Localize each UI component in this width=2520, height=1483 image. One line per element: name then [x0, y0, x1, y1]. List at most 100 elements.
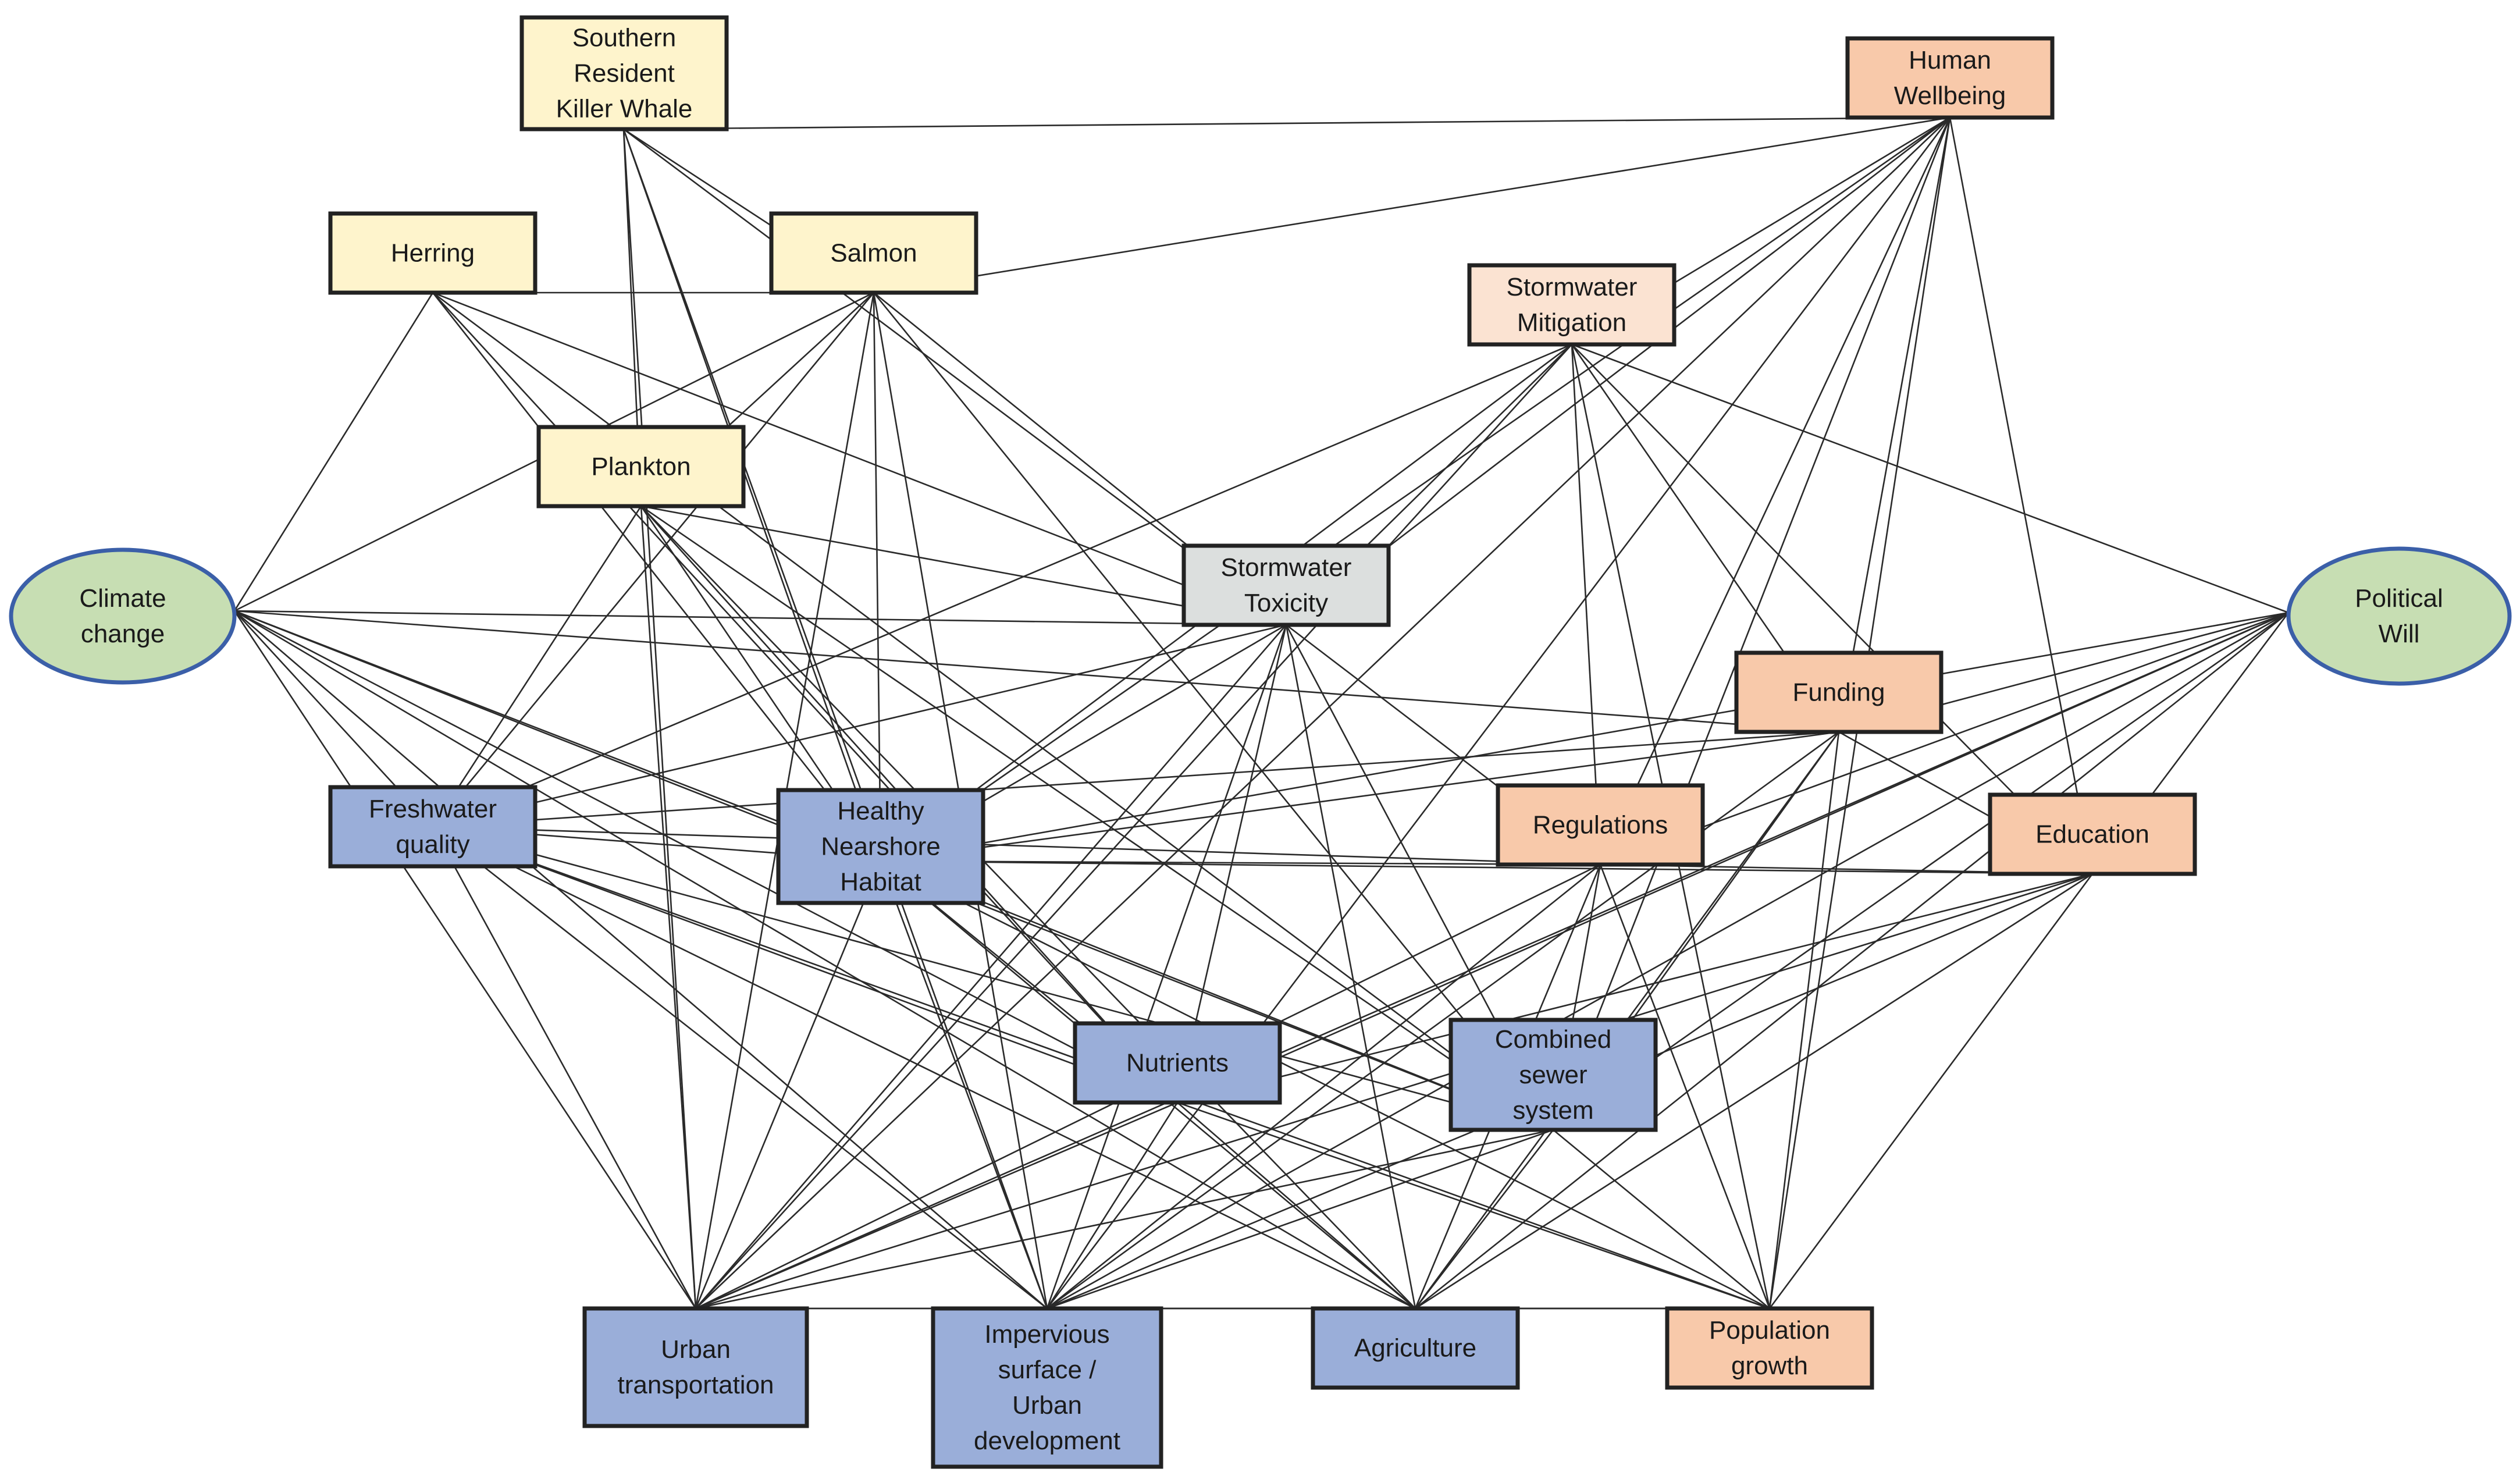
political-ellipse	[2286, 546, 2512, 686]
imperv-label-line-3: Urban	[1012, 1391, 1082, 1420]
edge-fresh-nutrients	[432, 826, 1178, 1104]
orca-label-line-2: Resident	[574, 59, 675, 88]
edge-swmit-political	[1571, 343, 2289, 614]
edge-swtox-transport	[695, 624, 1287, 1309]
edge-human-funding	[1838, 117, 1951, 732]
swmit-box	[1467, 263, 1677, 347]
edge-funding-fresh	[432, 731, 1839, 828]
funding-box	[1734, 650, 1944, 734]
edge-fresh-imperv	[432, 826, 1048, 1310]
fresh-label-line-2: quality	[396, 830, 469, 859]
edge-swtox-imperv	[1046, 624, 1287, 1309]
edge-human-regs	[1599, 117, 1951, 865]
edge-swtox-agri	[1285, 624, 1416, 1309]
habitat-label-line-3: Habitat	[840, 868, 921, 897]
edge-nutrients-pop	[1177, 1101, 1770, 1310]
edge-orca-imperv	[622, 129, 1048, 1309]
node-herring[interactable]: Herring	[328, 211, 538, 295]
herring-box	[328, 211, 538, 295]
herring-label-line-1: Herring	[391, 239, 475, 268]
political-label-line-1: Political	[2355, 584, 2443, 613]
edge-orca-transport	[622, 129, 697, 1309]
agri-label-line-1: Agriculture	[1354, 1334, 1476, 1363]
edge-plankton-sewer	[640, 505, 1554, 1131]
edge-edu-agri	[1415, 873, 2093, 1310]
edge-political-transport	[695, 611, 2289, 1310]
edge-fresh-agri	[432, 826, 1416, 1310]
node-nutrients[interactable]: Nutrients	[1073, 1021, 1282, 1105]
fresh-box	[328, 785, 538, 869]
edge-nutrients-agri	[1177, 1102, 1416, 1309]
edge-plankton-fresh	[432, 506, 642, 827]
edge-swmit-fresh	[432, 343, 1572, 828]
edge-fresh-transport	[432, 826, 697, 1309]
edge-plankton-swtox	[640, 505, 1287, 626]
edge-climate-swtox	[234, 610, 1287, 626]
node-salmon[interactable]: Salmon	[769, 211, 978, 295]
edge-human-sewer	[1552, 117, 1951, 1130]
edge-edu-nutrients	[1177, 873, 2093, 1104]
edge-plankton-transport	[640, 506, 697, 1309]
edu-label-line-1: Education	[2035, 820, 2149, 849]
imperv-label-line-1: Impervious	[984, 1320, 1109, 1349]
human-box	[1845, 36, 2055, 120]
edge-sewer-imperv	[1047, 1129, 1554, 1310]
edge-nutrients-imperv	[1046, 1102, 1179, 1309]
node-funding[interactable]: Funding	[1734, 650, 1944, 734]
transport-box	[582, 1306, 809, 1428]
edge-climate-funding	[234, 610, 1839, 733]
node-regs[interactable]: Regulations	[1496, 783, 1705, 867]
edge-sewer-pop	[1553, 1129, 1770, 1310]
node-agri[interactable]: Agriculture	[1311, 1306, 1520, 1390]
nutrients-label-line-1: Nutrients	[1126, 1049, 1229, 1077]
nutrients-box	[1073, 1021, 1282, 1105]
edge-political-agri	[1415, 611, 2289, 1310]
edge-salmon-fresh	[432, 292, 875, 827]
edge-orca-human	[623, 116, 1950, 130]
edge-swmit-edu	[1571, 344, 2093, 874]
edu-box	[1988, 792, 2197, 876]
human-label-line-2: Wellbeing	[1894, 81, 2006, 110]
edge-swmit-regs	[1571, 344, 1601, 865]
edge-salmon-sewer	[873, 292, 1554, 1130]
edge-herring-swtox	[432, 291, 1287, 626]
sewer-label-line-3: system	[1512, 1096, 1593, 1125]
edge-herring-habitat	[432, 292, 882, 862]
edge-climate-transport	[233, 610, 697, 1309]
edge-human-edu	[1949, 117, 2094, 874]
pop-box	[1665, 1306, 1874, 1390]
edge-edu-pop	[1768, 873, 2094, 1309]
human-label-line-1: Human	[1909, 46, 1991, 74]
sewer-box	[1448, 1018, 1658, 1132]
edge-human-habitat	[880, 116, 1950, 862]
imperv-label-line-2: surface /	[998, 1356, 1097, 1384]
edge-habitat-imperv	[880, 860, 1048, 1309]
habitat-box	[776, 788, 985, 905]
edge-orca-habitat	[622, 129, 882, 862]
edge-human-transport	[695, 117, 1950, 1309]
orca-label-line-1: Southern	[572, 24, 677, 52]
edge-regs-pop	[1599, 864, 1771, 1309]
edge-edu-transport	[695, 873, 2093, 1310]
node-plankton[interactable]: Plankton	[536, 425, 746, 508]
node-edu[interactable]: Education	[1988, 792, 2197, 876]
plankton-box	[536, 425, 746, 508]
political-label-line-2: Will	[2379, 620, 2420, 648]
sewer-label-line-1: Combined	[1495, 1025, 1612, 1054]
plankton-label-line-1: Plankton	[591, 453, 690, 481]
agri-box	[1311, 1306, 1520, 1390]
edge-climate-agri	[234, 610, 1416, 1310]
